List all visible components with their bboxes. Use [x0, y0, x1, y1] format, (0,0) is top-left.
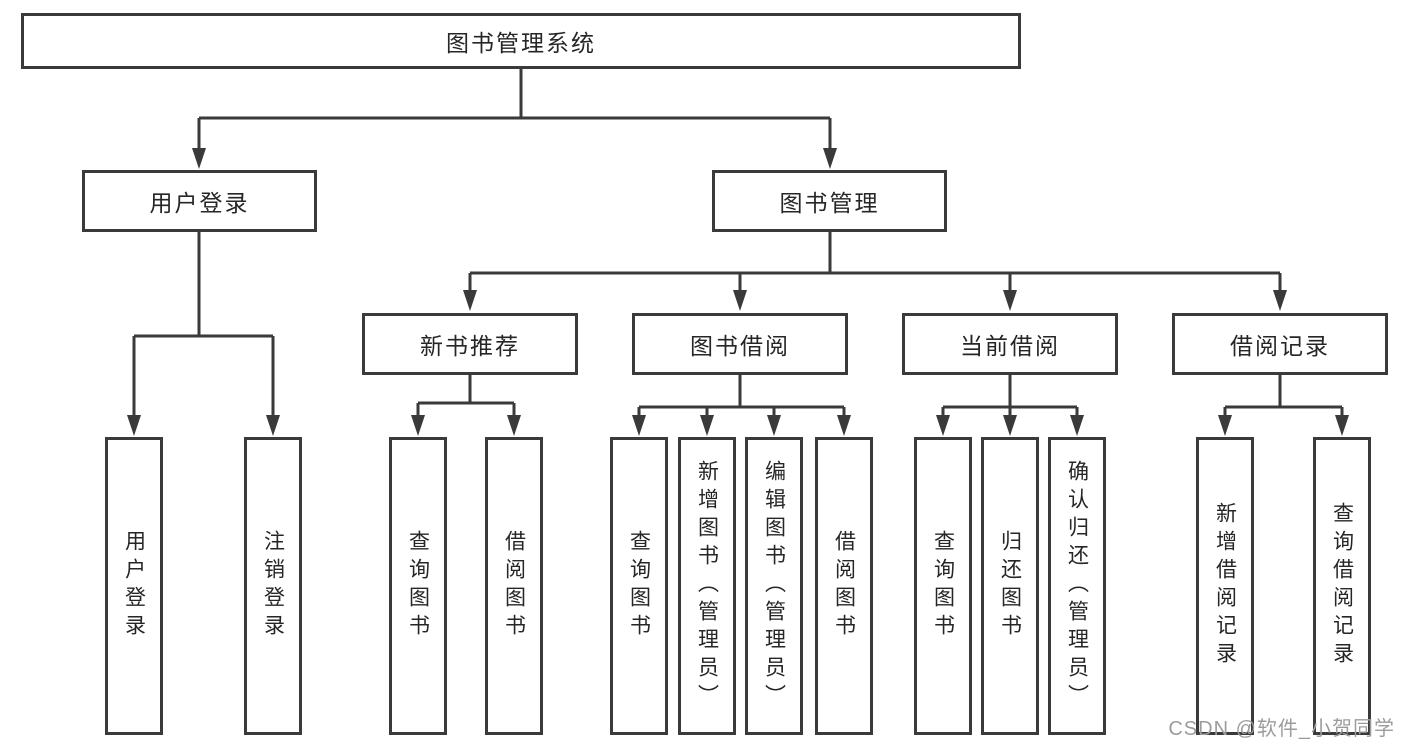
- leaf-confirm-return-admin: 确认归还（管理员）: [1048, 437, 1106, 735]
- node-borrowing-records: 借阅记录: [1172, 313, 1388, 375]
- leaf-query-books-current: 查询图书: [914, 437, 972, 735]
- arrowheads: [127, 148, 1349, 436]
- leaf-query-books-recommend: 查询图书: [389, 437, 447, 735]
- leaf-user-login: 用户登录: [105, 437, 163, 735]
- leaf-borrow-books-borrowing: 借阅图书: [815, 437, 873, 735]
- leaf-add-borrow-record: 新增借阅记录: [1196, 437, 1254, 735]
- leaf-edit-books-admin: 编辑图书（管理员）: [745, 437, 803, 735]
- leaf-add-books-admin: 新增图书（管理员）: [678, 437, 736, 735]
- watermark: CSDN @软件_小贺同学: [1168, 718, 1395, 740]
- leaf-return-books: 归还图书: [981, 437, 1039, 735]
- node-new-book-recommend: 新书推荐: [362, 313, 578, 375]
- leaf-logout-login: 注销登录: [244, 437, 302, 735]
- node-book-borrowing: 图书借阅: [632, 313, 848, 375]
- leaf-query-books-borrowing: 查询图书: [610, 437, 668, 735]
- leaf-borrow-books-recommend: 借阅图书: [485, 437, 543, 735]
- leaf-query-borrow-record: 查询借阅记录: [1313, 437, 1371, 735]
- node-book-management: 图书管理: [712, 170, 947, 232]
- node-book-management-system: 图书管理系统: [21, 13, 1021, 69]
- node-current-borrowing: 当前借阅: [902, 313, 1118, 375]
- node-user-login: 用户登录: [82, 170, 317, 232]
